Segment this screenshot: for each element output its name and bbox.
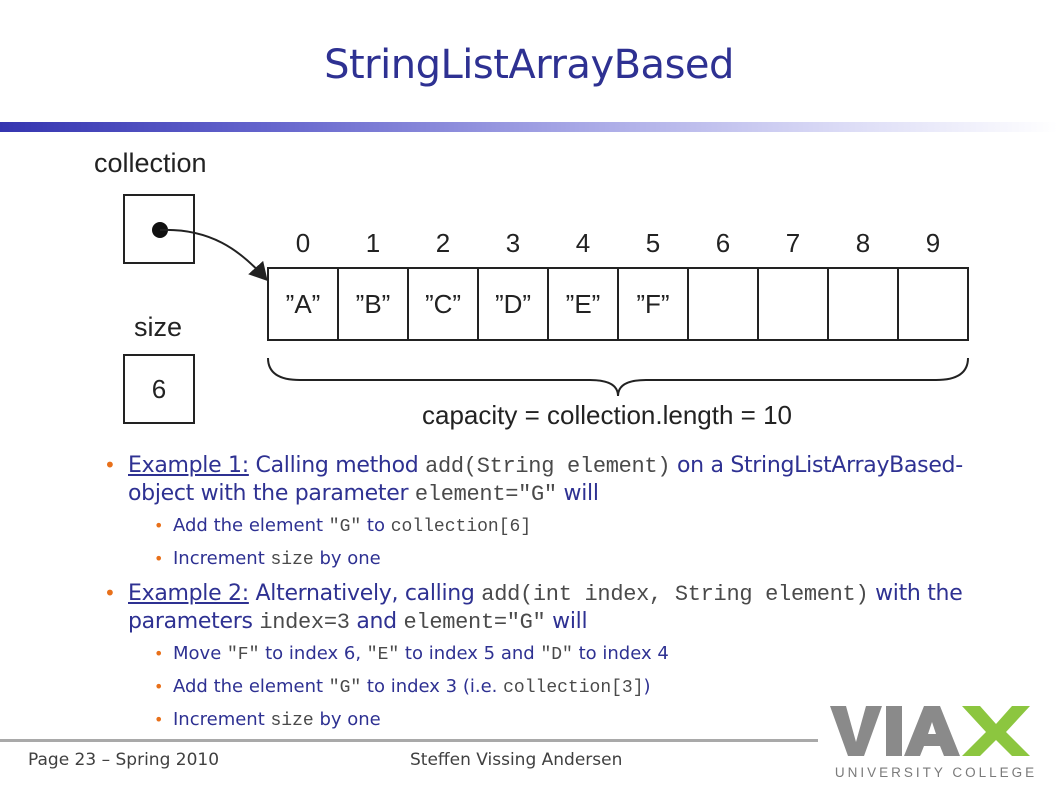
array-index-label: 0 — [296, 228, 310, 258]
code: "D" — [540, 645, 573, 665]
bullet-example-2-step-2: Add the element "G" to index 3 (i.e. col… — [100, 675, 1020, 700]
bullet-example-1-step-2: Increment size by one — [100, 547, 1020, 572]
bullet-list: Example 1: Calling method add(String ele… — [100, 452, 1020, 741]
array-cell — [617, 267, 689, 341]
capacity-label: capacity = collection.length = 10 — [422, 400, 792, 430]
size-value: 6 — [152, 374, 166, 404]
reference-arrow — [159, 228, 268, 281]
code: index=3 — [259, 610, 350, 635]
array-index-label: 7 — [786, 228, 800, 258]
array-cell — [897, 267, 969, 341]
array-cell — [687, 267, 759, 341]
array-index-label: 6 — [716, 228, 730, 258]
code: collection[3] — [503, 678, 644, 698]
array-cell — [757, 267, 829, 341]
array-cell — [547, 267, 619, 341]
bullet-example-1: Example 1: Calling method add(String ele… — [100, 452, 1020, 508]
array-index-label: 2 — [436, 228, 450, 258]
code: "G" — [328, 678, 362, 698]
logo-subtitle: UNIVERSITY COLLEGE — [835, 765, 1037, 780]
array-cell-value: ”C” — [425, 289, 461, 319]
code: element="G" — [403, 610, 546, 635]
title-underline-bar — [0, 122, 1058, 132]
example-2-lead: Example 2: — [128, 581, 249, 606]
array-index-label: 3 — [506, 228, 520, 258]
code: "F" — [227, 645, 260, 665]
collection-label: collection — [94, 148, 207, 178]
bullet-example-2-step-3: Increment size by one — [100, 708, 1020, 733]
footer-author: Steffen Vissing Andersen — [410, 750, 623, 770]
array-diagram: collection size 6 0 1 2 3 4 5 6 7 8 9 ”A” ”B” ”C” ”D… — [94, 148, 969, 430]
example-1-lead: Example 1: — [128, 453, 249, 478]
footer-page-info: Page 23 – Spring 2010 — [28, 750, 220, 770]
capacity-brace — [267, 357, 969, 397]
code: element="G" — [414, 482, 557, 507]
code: add(String element) — [425, 454, 671, 479]
footer-divider — [0, 739, 818, 742]
array-cell — [477, 267, 549, 341]
bullet-example-2: Example 2: Alternatively, calling add(in… — [100, 580, 1020, 636]
bullet-example-1-step-1: Add the element "G" to collection[6] — [100, 514, 1020, 539]
array-cell-value: ”D” — [495, 289, 531, 319]
code: size — [270, 550, 314, 570]
array-cell-value: ”B” — [356, 289, 391, 319]
code: "G" — [328, 517, 362, 537]
array-index-label: 8 — [856, 228, 870, 258]
array-index-label: 9 — [926, 228, 940, 258]
code: collection[6] — [390, 517, 532, 537]
code: add(int index, String element) — [481, 582, 869, 607]
array-cell — [827, 267, 899, 341]
via-university-college-logo: UNIVERSITY COLLEGE — [830, 706, 1037, 780]
code: size — [270, 711, 314, 731]
array-cell — [407, 267, 479, 341]
array-index-label: 4 — [576, 228, 590, 258]
code: "E" — [366, 645, 400, 665]
size-label: size — [134, 312, 182, 342]
array-index-label: 1 — [366, 228, 380, 258]
bullet-example-2-step-1: Move "F" to index 6, "E" to index 5 and … — [100, 642, 1020, 667]
slide-title: StringListArrayBased — [324, 42, 734, 88]
array-cell-value: ”A” — [286, 289, 321, 319]
array-index-label: 5 — [646, 228, 660, 258]
array-cell-value: ”F” — [636, 289, 669, 319]
array-cell-value: ”E” — [566, 289, 601, 319]
size-box — [123, 354, 195, 424]
array-cell — [337, 267, 409, 341]
